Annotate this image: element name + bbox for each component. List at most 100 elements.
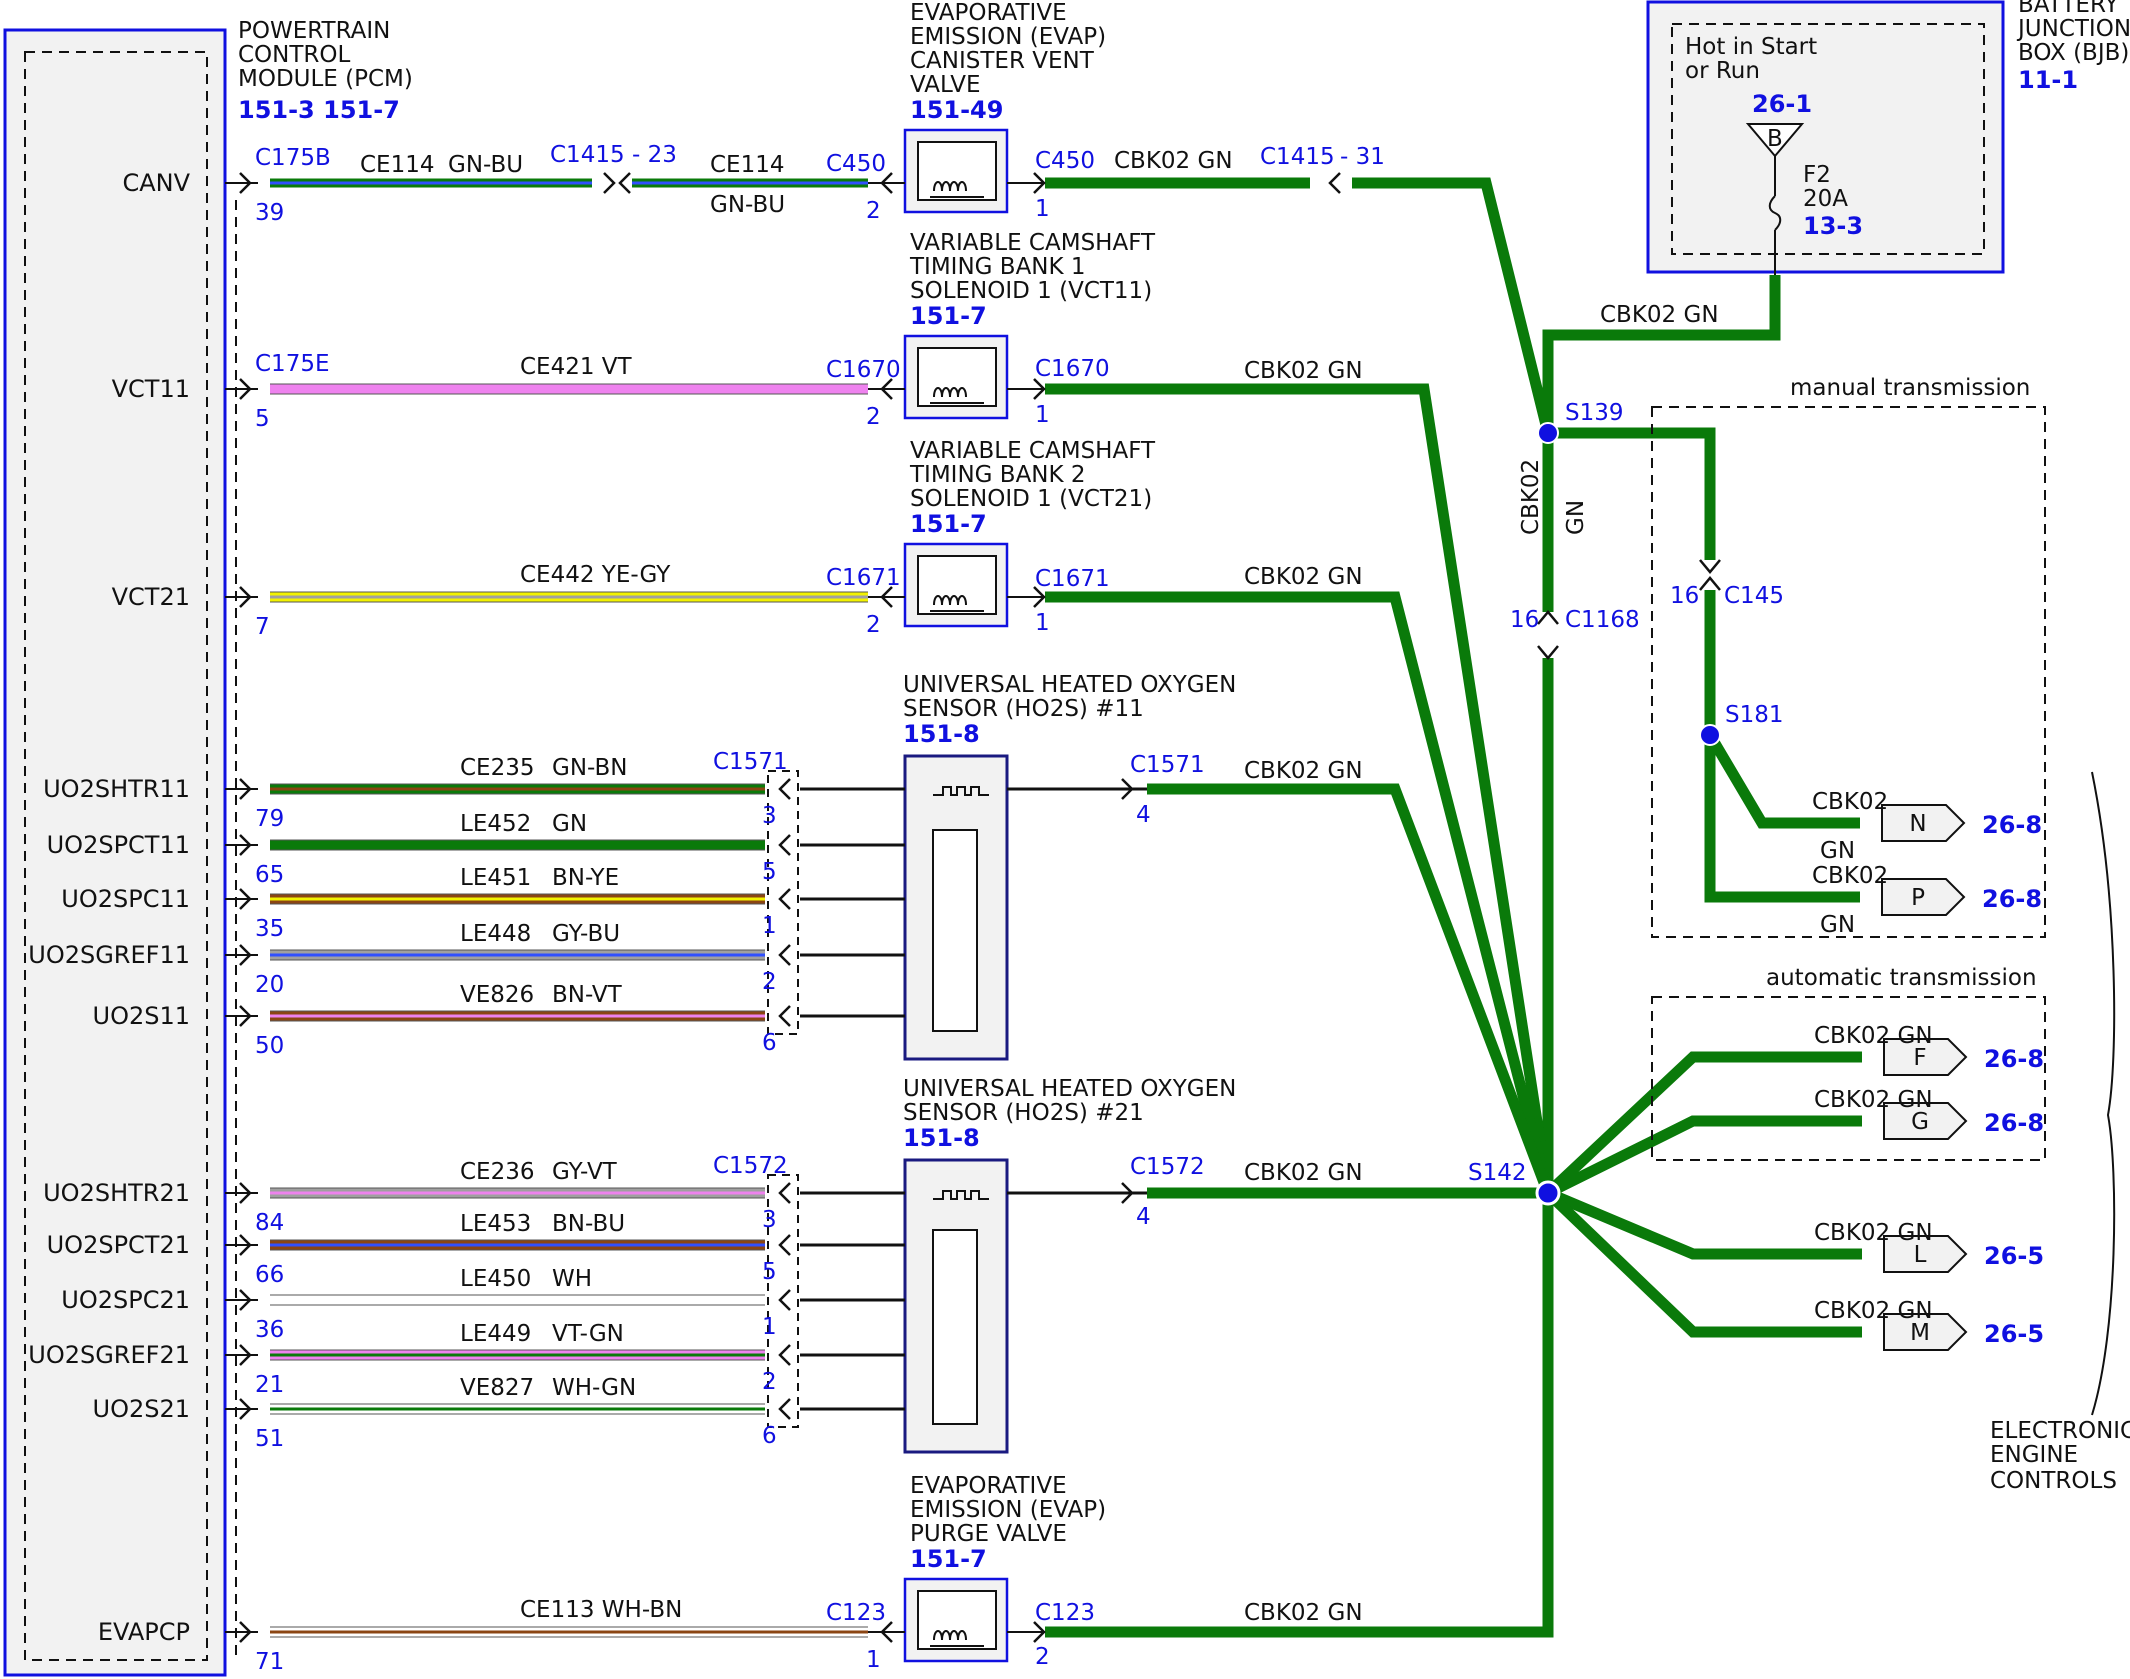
sensor-ref: 151-8	[903, 720, 980, 748]
wire-circuit: LE448	[460, 921, 531, 947]
group-label-line: ELECTRONIC	[1990, 1418, 2130, 1444]
canv-circuit-b: CE114	[710, 152, 785, 178]
connector-symbol	[1033, 586, 1046, 608]
connector-c1168-symbol	[1537, 610, 1559, 625]
wire-color: BN-BU	[552, 1211, 625, 1237]
bjb-fuse-rating: 20A	[1803, 186, 1848, 212]
feed-connectors	[1033, 172, 1721, 1643]
output-page-ref: 26-5	[1984, 1320, 2044, 1348]
output-page-ref: 26-5	[1984, 1242, 2044, 1270]
pcm-pin-number: 51	[255, 1426, 284, 1452]
wire-circuit: LE452	[460, 811, 531, 837]
pcm-module	[3, 28, 237, 1677]
connector-symbol	[778, 1344, 791, 1366]
connector-symbol	[778, 888, 791, 910]
sensor-pin-number: 3	[762, 803, 777, 829]
wire-circuit: CE235	[460, 755, 535, 781]
pcm-connector-label: C175B	[255, 145, 331, 171]
sensor-name-line: UNIVERSAL HEATED OXYGEN	[903, 672, 1236, 698]
output-color: GN	[1820, 912, 1855, 938]
sensor-name-line: SENSOR (HO2S) #21	[903, 1100, 1144, 1126]
wire-circuit: VE826	[460, 982, 534, 1008]
output-circuit: CBK02 GN	[1814, 1220, 1933, 1246]
pcm-signal-label: VCT11	[112, 375, 190, 403]
out-conn-label: C450	[1035, 148, 1095, 174]
connector-symbol	[778, 1005, 791, 1027]
connector-tag-icon	[1883, 1038, 1968, 1076]
connector-symbol	[880, 1621, 893, 1643]
pcm-signal-label: CANV	[122, 169, 190, 197]
component-name-line: EMISSION (EVAP)	[910, 1497, 1106, 1523]
connector-symbol	[880, 586, 893, 608]
pcm-signal-label: UO2SGREF21	[28, 1341, 190, 1369]
connector-symbol	[1121, 778, 1134, 800]
component-name-line: TIMING BANK 1	[909, 254, 1086, 280]
component-in-connector: C1670	[826, 357, 901, 383]
canv-inline-pin: - 23	[632, 142, 677, 168]
pin-connector-symbol	[239, 944, 252, 966]
pcm-signal-label: UO2SPCT11	[47, 831, 190, 859]
wire-label: CE421 VT	[520, 354, 633, 380]
connector-symbol	[778, 1289, 791, 1311]
connector-symbol	[880, 172, 893, 194]
pcm-signal-label: UO2SGREF11	[28, 941, 190, 969]
pcm-pin-number: 84	[255, 1210, 284, 1236]
inline-connector-symbol	[603, 172, 616, 194]
component-name-line: SOLENOID 1 (VCT11)	[910, 278, 1152, 304]
pcm-signal-label: EVAPCP	[98, 1618, 190, 1646]
pcm-signal-label: UO2SPC21	[61, 1286, 190, 1314]
component-name-line: TIMING BANK 2	[909, 462, 1086, 488]
feed-labels: C450 1 CBK02 GN C1415 - 31 C1670 1 CBK02…	[1035, 144, 1385, 1670]
wire-circuit: VE827	[460, 1375, 534, 1401]
splice-s181-label: S181	[1725, 702, 1784, 728]
bjb-title-line: JUNCTION	[2016, 16, 2130, 42]
wire-color: WH	[552, 1266, 592, 1292]
coil-icon	[933, 387, 967, 398]
pcm-title: POWERTRAIN CONTROL MODULE (PCM) 151-3 15…	[238, 18, 413, 124]
bjb-hot-ref: 26-1	[1752, 90, 1812, 118]
pin-connector-symbol	[239, 1182, 252, 1204]
pcm-connector-label: C175E	[255, 351, 330, 377]
pcm-ref: 151-3 151-7	[238, 96, 400, 124]
connector-symbol	[778, 1182, 791, 1204]
sensor-name-line: UNIVERSAL HEATED OXYGEN	[903, 1076, 1236, 1102]
pcm-pin-number: 36	[255, 1317, 284, 1343]
bjb-title-line: BATTERY	[2018, 0, 2119, 18]
pcm-signal-label: UO2S11	[93, 1002, 191, 1030]
wire-color: WH-GN	[552, 1375, 636, 1401]
sensor-name-line: SENSOR (HO2S) #11	[903, 696, 1144, 722]
component-in-pin: 2	[866, 404, 881, 430]
coil-icon	[933, 595, 967, 606]
connector-c145-symbol	[1699, 576, 1721, 591]
out-inline-pin-label: - 31	[1340, 144, 1385, 170]
connector-tag-icon	[1883, 1102, 1968, 1140]
component-name-line: VARIABLE CAMSHAFT	[910, 438, 1156, 464]
feed-harness	[1045, 177, 1862, 1638]
out-conn-label: C1571	[1130, 752, 1205, 778]
component-name-line: VALVE	[910, 72, 981, 98]
pin-connector-symbol	[239, 1289, 252, 1311]
bjb-title-line: BOX (BJB)	[2018, 40, 2129, 66]
pin-connector-symbol	[239, 172, 252, 194]
output-tag-letter: N	[1909, 811, 1926, 837]
component-name-line: EMISSION (EVAP)	[910, 24, 1106, 50]
sensor-connector-label: C1572	[713, 1153, 788, 1179]
riser-color-label: GN	[1563, 500, 1589, 535]
output-circuit: CBK02	[1812, 789, 1888, 815]
sensor-pin-number: 2	[762, 1369, 777, 1395]
bjb-ref: 11-1	[2018, 66, 2078, 94]
wire-color: GN-BN	[552, 755, 628, 781]
splice-s139-label: S139	[1565, 400, 1624, 426]
output-tag-letter: P	[1911, 885, 1925, 911]
pcm-pin-number: 5	[255, 406, 270, 432]
